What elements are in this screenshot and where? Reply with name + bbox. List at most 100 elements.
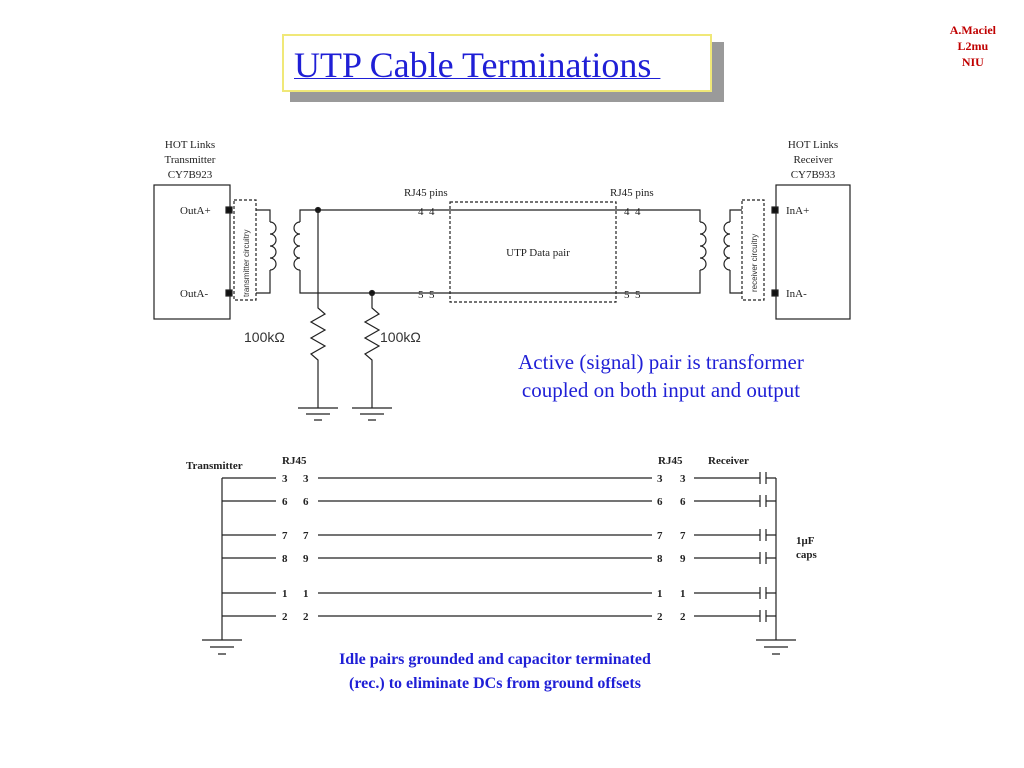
rx-rj45-pin: 2 bbox=[680, 611, 686, 623]
active-pair-caption-line2: coupled on both input and output bbox=[521, 378, 801, 402]
capacitor-symbol bbox=[759, 610, 776, 622]
ina-minus-label: InA- bbox=[786, 288, 807, 300]
active-pair-caption-line1: Active (signal) pair is transformer bbox=[518, 350, 804, 374]
outa-minus-label: OutA- bbox=[180, 288, 208, 300]
idle-pairs-caption-line2: (rec.) to eliminate DCs from ground offs… bbox=[349, 675, 641, 692]
tx-cable-pin: 3 bbox=[303, 473, 309, 485]
author-name: A.Maciel bbox=[949, 23, 996, 37]
ina-minus-pin bbox=[771, 289, 779, 297]
rx-ground-symbol bbox=[756, 639, 796, 655]
active-pair-caption: Active (signal) pair is transformer coup… bbox=[466, 348, 856, 404]
rx-secondary-bottom-wire bbox=[729, 270, 742, 294]
tx-cable-pin: 1 bbox=[303, 588, 309, 600]
rx-cable-pin: 8 bbox=[657, 553, 663, 565]
tx-secondary-top-wire bbox=[299, 209, 450, 222]
rx-rj45-pin: 3 bbox=[680, 473, 686, 485]
rj45-pins-label-right: RJ45 pins bbox=[610, 187, 654, 199]
outa-plus-label: OutA+ bbox=[180, 205, 211, 217]
rx-label-line1: HOT Links bbox=[788, 139, 838, 151]
tx-cable-pin: 2 bbox=[303, 611, 309, 623]
tx-secondary-bottom-wire bbox=[299, 270, 450, 294]
outa-minus-pin bbox=[225, 289, 233, 297]
idle-pairs-caption-line1: Idle pairs grounded and capacitor termin… bbox=[339, 651, 651, 668]
rx-rj45-pin: 1 bbox=[680, 588, 686, 600]
capacitor-symbol bbox=[759, 529, 776, 541]
rx-secondary-coil bbox=[723, 221, 731, 271]
author-note: A.Maciel L2mu NIU bbox=[950, 22, 996, 70]
receiver-circuitry-box bbox=[741, 199, 765, 301]
outa-plus-pin bbox=[225, 206, 233, 214]
transmitter-heading: Transmitter bbox=[186, 460, 243, 472]
rx-circuitry-label: receiver circuitry bbox=[750, 234, 759, 292]
rx-primary-bottom-wire bbox=[616, 270, 701, 294]
transmitter-circuitry-box bbox=[233, 199, 257, 301]
capacitor-symbol bbox=[759, 552, 776, 564]
rx-cable-pin: 1 bbox=[657, 588, 663, 600]
rx-cable-pin: 6 bbox=[657, 496, 663, 508]
idle-pairs-caption: Idle pairs grounded and capacitor termin… bbox=[290, 648, 700, 696]
rx-cable-pin: 7 bbox=[657, 530, 663, 542]
idle-pairs-labels: Transmitter RJ45 RJ45 Receiver 1μF caps … bbox=[186, 455, 818, 623]
capacitor-symbol bbox=[759, 472, 776, 484]
rx-label-line2: Receiver bbox=[793, 154, 832, 166]
caps-label: caps bbox=[796, 549, 818, 561]
left-pin-4: 4 4 bbox=[418, 206, 435, 218]
rx-rj45-pin: 7 bbox=[680, 530, 686, 542]
ground-symbol-2 bbox=[352, 407, 392, 421]
transformer-diagram bbox=[153, 184, 851, 421]
caps-value: 1μF bbox=[796, 535, 815, 547]
rx-secondary-top-wire bbox=[729, 209, 742, 222]
right-pin-4: 4 4 bbox=[624, 206, 641, 218]
resistor-2 bbox=[363, 293, 381, 408]
utp-data-pair-box bbox=[449, 201, 617, 303]
tx-primary-coil bbox=[269, 221, 277, 271]
capacitor-symbol bbox=[759, 495, 776, 507]
tx-label-line2: Transmitter bbox=[165, 154, 216, 166]
utp-data-pair-label: UTP Data pair bbox=[506, 247, 570, 259]
left-pin-5: 5 5 bbox=[418, 289, 435, 301]
capacitor-symbol bbox=[759, 587, 776, 599]
rx-rj45-pin: 9 bbox=[680, 553, 686, 565]
title-box: UTP Cable Terminations bbox=[282, 34, 712, 92]
tx-rj45-pin: 8 bbox=[282, 553, 288, 565]
rj45-pins-label-left: RJ45 pins bbox=[404, 187, 448, 199]
rj45-left-heading: RJ45 bbox=[282, 455, 307, 467]
tx-cable-pin: 9 bbox=[303, 553, 309, 565]
tx-rj45-pin: 1 bbox=[282, 588, 288, 600]
right-pin-5: 5 5 bbox=[624, 289, 641, 301]
tx-rj45-pin: 6 bbox=[282, 496, 288, 508]
slide-title: UTP Cable Terminations bbox=[294, 45, 661, 85]
rx-rj45-pin: 6 bbox=[680, 496, 686, 508]
tx-rj45-pin: 3 bbox=[282, 473, 288, 485]
ina-plus-label: InA+ bbox=[786, 205, 809, 217]
resistor-2-label: 100kΩ bbox=[380, 329, 421, 345]
rj45-right-heading: RJ45 bbox=[658, 455, 683, 467]
rx-cable-pin: 3 bbox=[657, 473, 663, 485]
author-institution: NIU bbox=[961, 55, 984, 69]
tx-primary-bottom-wire bbox=[256, 270, 271, 294]
idle-pairs-diagram bbox=[202, 472, 796, 655]
idle-pair-wires bbox=[222, 472, 776, 622]
rx-label-line3: CY7B933 bbox=[791, 169, 836, 181]
tx-primary-top-wire bbox=[256, 209, 271, 222]
tx-rj45-pin: 2 bbox=[282, 611, 288, 623]
ina-plus-pin bbox=[771, 206, 779, 214]
rx-primary-top-wire bbox=[616, 209, 701, 222]
tx-label-line3: CY7B923 bbox=[168, 169, 213, 181]
rx-primary-coil bbox=[699, 221, 707, 271]
ground-symbol-1 bbox=[298, 407, 338, 421]
receiver-heading: Receiver bbox=[708, 455, 749, 467]
tx-ground-symbol bbox=[202, 639, 242, 655]
tx-label-line1: HOT Links bbox=[165, 139, 215, 151]
resistor-1-label: 100kΩ bbox=[244, 329, 285, 345]
receiver-block bbox=[775, 184, 851, 320]
tx-circuitry-label: transmitter circuitry bbox=[242, 229, 251, 297]
transformer-diagram-labels: HOT Links Transmitter CY7B923 HOT Links … bbox=[165, 139, 839, 345]
author-course: L2mu bbox=[957, 39, 989, 53]
tx-rj45-pin: 7 bbox=[282, 530, 288, 542]
transmitter-block bbox=[153, 184, 231, 320]
tx-secondary-coil bbox=[293, 221, 301, 271]
tx-cable-pin: 6 bbox=[303, 496, 309, 508]
